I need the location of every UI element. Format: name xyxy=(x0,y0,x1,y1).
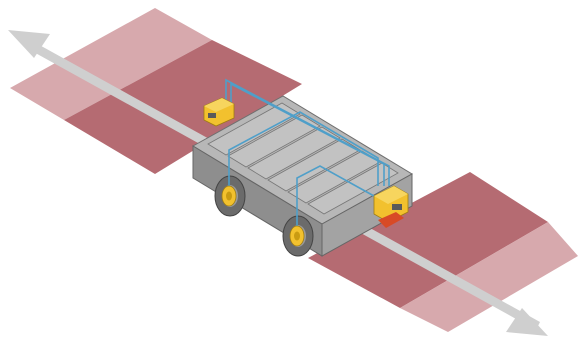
wheel-encoder-icon xyxy=(290,226,304,246)
wheel-encoder-icon xyxy=(222,186,236,206)
rear-encoder-face xyxy=(226,192,232,201)
front-scanner-window xyxy=(392,204,402,210)
rear-scanner-window xyxy=(208,113,216,118)
front-encoder-face xyxy=(294,232,300,241)
